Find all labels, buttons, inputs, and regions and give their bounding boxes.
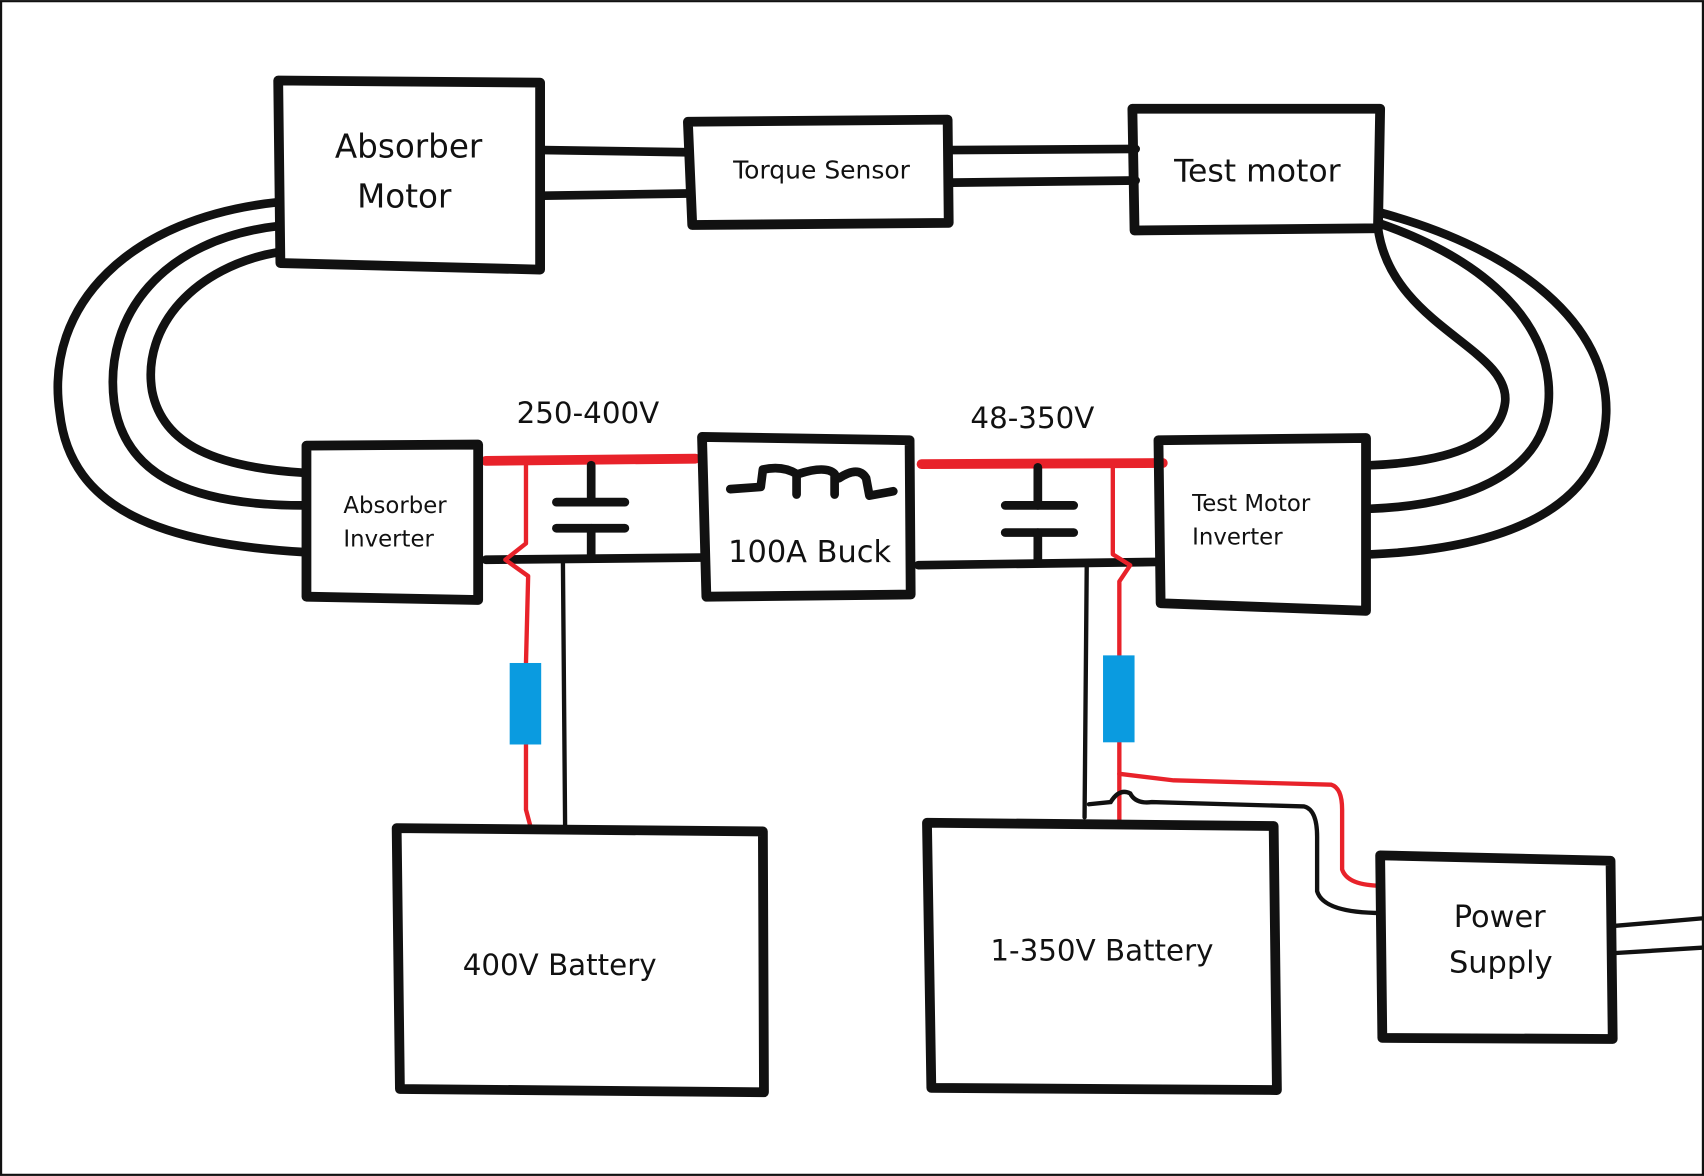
absorber-motor-label: Absorber bbox=[335, 128, 483, 166]
battery-350-box bbox=[922, 817, 1282, 1095]
mains-cable bbox=[1611, 916, 1704, 956]
battery-400-positive-lead bbox=[503, 463, 531, 666]
power-supply-negative-lead bbox=[1086, 789, 1385, 916]
absorber-inverter-box bbox=[301, 439, 484, 605]
high-bus-voltage-label: 250-400V bbox=[517, 396, 660, 430]
capacitor-high bbox=[552, 460, 630, 561]
inductor-symbol bbox=[725, 463, 898, 500]
absorber-motor-box bbox=[273, 75, 545, 275]
battery-400-label: 400V Battery bbox=[463, 948, 657, 982]
phase-wires-absorber bbox=[53, 197, 309, 557]
test-motor-box bbox=[1127, 103, 1386, 236]
shaft-torque-test bbox=[947, 144, 1140, 187]
absorber-inverter-label-2: Inverter bbox=[343, 527, 434, 553]
low-bus-positive bbox=[916, 458, 1168, 470]
battery-350-label: 1-350V Battery bbox=[990, 934, 1213, 968]
torque-sensor-label: Torque Sensor bbox=[732, 155, 911, 184]
battery-400-positive-lead-lower bbox=[523, 742, 533, 829]
buck-box bbox=[697, 432, 916, 602]
phase-wires-test bbox=[1367, 207, 1611, 559]
shaft-absorber-torque bbox=[539, 145, 692, 201]
power-supply-positive-lead bbox=[1117, 771, 1385, 888]
power-supply-label-2: Supply bbox=[1449, 946, 1553, 981]
test-motor-inverter-box bbox=[1153, 433, 1371, 616]
power-supply-box bbox=[1375, 850, 1618, 1044]
torque-sensor-box bbox=[683, 114, 954, 230]
test-motor-label: Test motor bbox=[1173, 154, 1341, 190]
battery-350-negative-lead bbox=[1082, 563, 1089, 820]
battery-400-negative-lead bbox=[560, 560, 568, 829]
test-motor-inverter-label: Test Motor bbox=[1191, 491, 1311, 517]
power-supply-label: Power bbox=[1454, 900, 1546, 935]
test-motor-inverter-label-2: Inverter bbox=[1192, 525, 1283, 551]
low-bus-voltage-label: 48-350V bbox=[970, 401, 1094, 435]
absorber-inverter-label: Absorber bbox=[343, 493, 447, 519]
absorber-motor-label-2: Motor bbox=[357, 178, 452, 216]
buck-label: 100A Buck bbox=[728, 535, 891, 570]
high-bus-positive bbox=[480, 453, 701, 466]
fuse-350 bbox=[1103, 655, 1135, 743]
battery-400-box bbox=[391, 823, 769, 1098]
capacitor-low bbox=[1000, 463, 1079, 566]
battery-350-positive-lead bbox=[1110, 465, 1133, 658]
fuse-400 bbox=[509, 662, 542, 745]
